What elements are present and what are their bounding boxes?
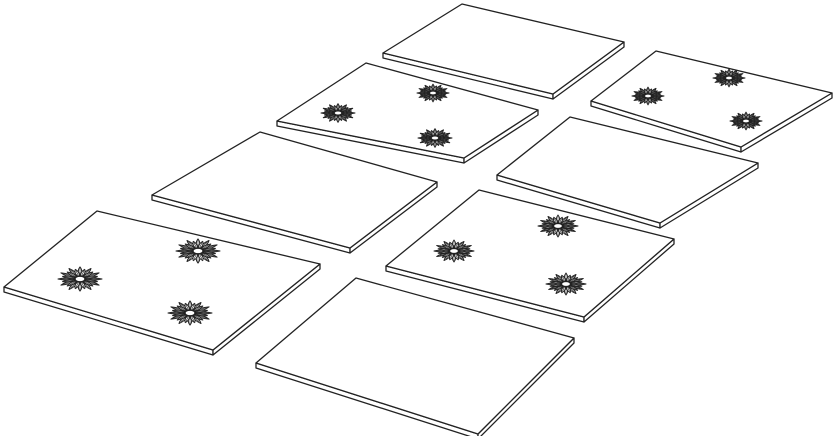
flower-center	[185, 310, 195, 315]
flower-center	[334, 111, 341, 115]
flower-center	[450, 249, 459, 254]
flower-center	[562, 282, 571, 287]
flower-center	[429, 91, 436, 95]
flower-center	[431, 136, 438, 140]
flower-center	[75, 276, 85, 281]
flower-center	[193, 248, 203, 253]
flower-center	[742, 119, 749, 123]
flower-center	[554, 224, 563, 229]
flower-center	[725, 76, 732, 80]
flower-center	[644, 94, 651, 98]
